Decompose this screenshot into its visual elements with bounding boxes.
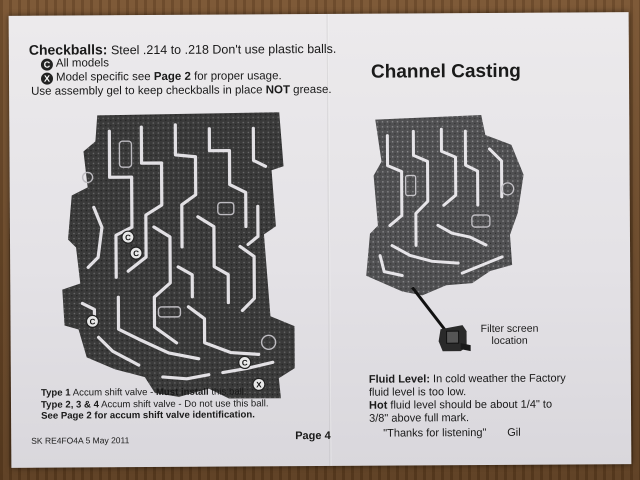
type1-text: Accum shift valve - — [70, 387, 156, 399]
type1-label: Type 1 — [40, 387, 71, 399]
signature-text: Gil — [507, 426, 521, 439]
page-2-ref: Page 2 — [153, 70, 191, 84]
right-channel-casting — [361, 105, 530, 306]
type234-label: Type 2, 3 & 4 — [40, 398, 99, 411]
filter-label: Filter screen location — [479, 323, 541, 347]
checkball-c-marker — [121, 230, 135, 244]
model-specific-text: Model specific see — [55, 71, 154, 84]
fluid-line1: Fluid Level: In cold weather the Factory — [369, 373, 566, 387]
checkball-c-label: C — [125, 233, 131, 242]
model-specific-post: for proper usage. — [190, 70, 282, 83]
filter-label-line1: Filter screen — [480, 322, 539, 336]
fluid-line2: fluid level is too low. — [368, 386, 467, 399]
fluid-line4: 3/8" above full mark. — [369, 412, 470, 425]
gel-not: NOT — [265, 84, 290, 97]
checkballs-heading: Checkballs: — [28, 41, 108, 58]
see-page-note: See Page 2 for accum shift valve identif… — [41, 409, 269, 422]
filter-pointer-arrow — [411, 286, 446, 331]
left-valve-body-casting: C C C C X — [57, 106, 301, 401]
type1-must: Must install — [155, 386, 209, 399]
checkball-x-label: X — [256, 380, 262, 389]
all-models-text: All models — [55, 57, 110, 70]
checkball-x-marker — [252, 377, 266, 391]
page-title: Channel Casting — [370, 60, 521, 83]
checkball-c-label: C — [133, 249, 139, 258]
document-page: Checkballs: Steel .214 to .218 Don't use… — [8, 12, 632, 468]
filter-screen-icon — [438, 325, 471, 352]
checkball-c-label: C — [242, 358, 248, 367]
type1-end: this ball. — [208, 386, 247, 398]
document-code: SK RE4FO4A 5 May 2011 — [31, 435, 130, 446]
checkball-c-marker — [85, 314, 100, 328]
x-symbol-icon: X — [40, 72, 54, 85]
checkballs-spec: Steel .214 to .218 Don't use plastic bal… — [110, 41, 337, 58]
page-fold — [326, 13, 332, 466]
thanks-text: "Thanks for listening" — [383, 426, 487, 440]
page-number: Page 4 — [295, 429, 331, 443]
fluid-label: Fluid Level: — [368, 373, 431, 386]
checkball-c-marker — [238, 355, 252, 370]
type234-text: Accum shift valve - Do not use this ball… — [98, 397, 269, 410]
checkball-c-marker — [129, 246, 143, 260]
gel-post: grease. — [289, 83, 332, 97]
hot-label: Hot — [368, 399, 388, 412]
gel-line: Use assembly gel to keep checkballs in p… — [31, 84, 332, 98]
fluid-line1-text: In cold weather the Factory — [429, 372, 566, 386]
checkball-c-label: C — [90, 317, 96, 326]
checkballs-line: Checkballs: Steel .214 to .218 Don't use… — [28, 40, 337, 58]
see-page-text: See Page 2 for accum shift valve identif… — [41, 409, 255, 422]
fluid-level-note: Fluid Level: In cold weather the Factory… — [369, 373, 566, 426]
fluid-line3-text: fluid level should be about 1/4" to — [387, 398, 553, 412]
gel-text: Use assembly gel to keep checkballs in p… — [31, 84, 266, 98]
c-symbol-icon: C — [40, 58, 53, 71]
shift-valve-notes: Type 1 Accum shift valve - Must install … — [41, 386, 269, 422]
filter-label-line2: location — [491, 334, 528, 347]
fluid-line3: Hot fluid level should be about 1/4" to — [369, 399, 566, 413]
